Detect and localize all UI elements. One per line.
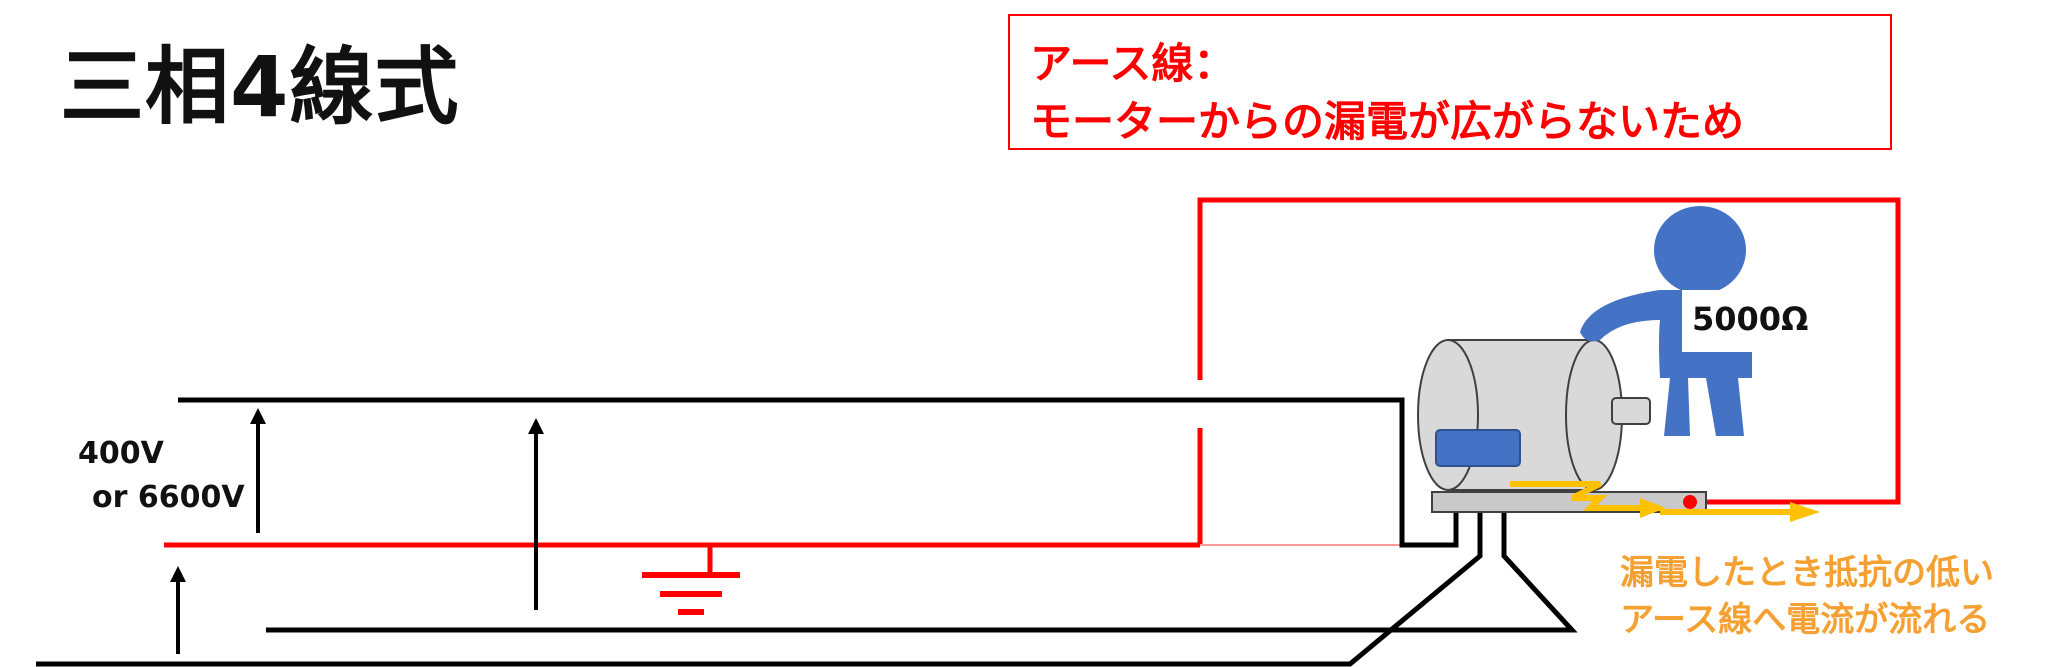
phase-line-1 [178, 397, 1459, 548]
voltage-arrow-2 [528, 418, 544, 610]
earth-connection-point [1683, 495, 1697, 509]
body-resistance-label: 5000Ω [1692, 300, 1809, 338]
terminal-box [1435, 429, 1521, 467]
phase-line-3 [36, 460, 1483, 667]
leak-note-line1: 漏電したとき抵抗の低い [1620, 553, 1994, 593]
earth-wire-note-box: アース線： モーターからの漏電が広がらないため [1008, 14, 1892, 150]
voltage-label-line2: or 6600V [92, 480, 245, 515]
ground-symbol [642, 545, 740, 615]
leak-current-arrow [1510, 481, 1820, 522]
earth-wire-note-text: モーターからの漏電が広がらないため [1030, 97, 1745, 146]
leak-note-line2: アース線へ電流が流れる [1620, 600, 1991, 640]
page-title: 三相4線式 [60, 38, 460, 136]
resistance-label-box [1682, 290, 1832, 352]
voltage-arrow-1 [250, 408, 266, 533]
voltage-label-line1: 400V [78, 436, 164, 471]
voltage-arrow-3 [170, 566, 186, 654]
motor [1417, 339, 1651, 491]
earth-wire-loop [1197, 197, 1901, 505]
earth-wire-note-title: アース線： [1030, 39, 1236, 88]
